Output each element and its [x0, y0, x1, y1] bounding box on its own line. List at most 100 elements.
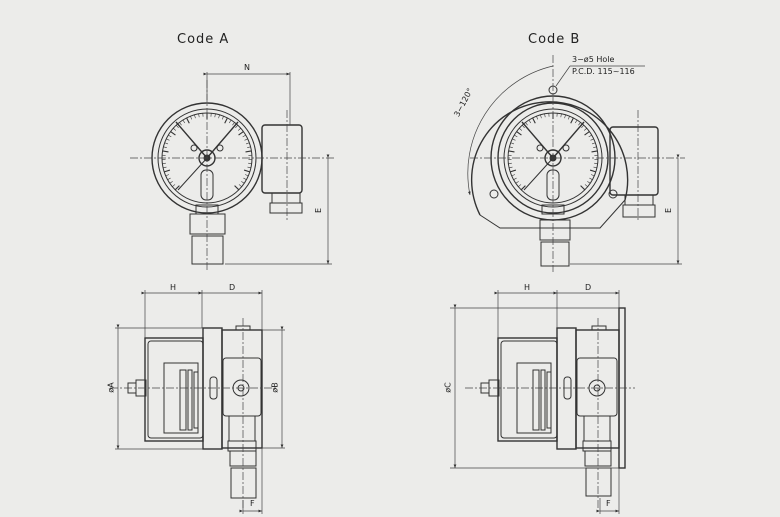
dial-tick	[241, 181, 245, 184]
dial-tick	[521, 124, 525, 128]
dim-dia-b-label: øB	[270, 382, 280, 393]
dim-h-label-b: H	[524, 283, 531, 292]
dial-tick	[518, 184, 522, 187]
dial-tick	[510, 142, 515, 145]
dial-tick	[218, 114, 220, 119]
hole-note: 3−ø5 Hole	[572, 55, 615, 64]
dial-tick	[528, 119, 532, 124]
dial-tick	[519, 128, 523, 131]
dial-tick	[173, 128, 177, 131]
dial-tick	[168, 134, 172, 138]
dial-tick	[587, 181, 591, 184]
dial-tick	[235, 124, 239, 128]
dial-tick	[583, 128, 587, 131]
dial-tick	[560, 113, 562, 118]
dial-tick	[578, 122, 581, 126]
dial-tick	[194, 114, 196, 119]
dial-tick	[570, 117, 574, 124]
dial-tick	[190, 116, 193, 120]
dial-tick	[164, 169, 171, 173]
dial-tick	[228, 119, 232, 124]
dial-tick	[247, 146, 251, 148]
dim-dia-a-label: øA	[106, 382, 116, 393]
dial-tick	[238, 131, 244, 136]
dial-tick	[509, 166, 513, 169]
dial-tick	[536, 116, 539, 120]
dial-tick	[588, 134, 592, 138]
dial-tick	[172, 184, 176, 187]
dim-d-label-b: D	[585, 283, 592, 292]
dial-tick	[591, 150, 598, 153]
dial-tick	[166, 138, 170, 141]
dial-tick	[224, 117, 228, 124]
code-a-side-view	[110, 290, 285, 514]
dial-tick	[243, 169, 250, 173]
dial-tick	[244, 138, 248, 141]
code-a-dial-ticks	[162, 113, 252, 191]
dial-tick	[511, 174, 516, 177]
dial-tick	[214, 113, 216, 118]
code-b-side-view	[450, 290, 635, 514]
dim-e-label-b: E	[664, 207, 674, 214]
dim-e-label-a: E	[314, 207, 324, 214]
dial-tick	[509, 146, 513, 148]
dial-tick	[540, 114, 542, 119]
dial-tick	[234, 185, 240, 191]
dial-tick	[237, 128, 241, 131]
dial-tick	[589, 169, 596, 173]
code-b-title: Code B	[528, 32, 581, 47]
dim-f-label-a: F	[250, 499, 255, 508]
dim-dia-c-label: øC	[443, 382, 453, 393]
dial-tick	[244, 174, 249, 177]
dim-n-label: N	[244, 63, 250, 72]
dial-tick	[167, 177, 171, 180]
dial-tick	[186, 117, 190, 124]
dial-tick	[593, 146, 597, 148]
dial-tick	[221, 116, 224, 120]
dial-tick	[589, 177, 593, 180]
dial-tick	[584, 131, 590, 136]
dim-f-label-b: F	[606, 499, 611, 508]
dial-tick	[242, 134, 246, 138]
dial-tick	[591, 142, 596, 145]
dial-tick	[247, 166, 251, 169]
dial-tick	[574, 119, 578, 124]
dial-tick	[512, 138, 516, 141]
dial-tick	[170, 131, 176, 136]
dial-tick	[232, 122, 235, 126]
dial-tick	[520, 185, 526, 191]
dial-tick	[580, 185, 586, 191]
dial-tick	[590, 138, 594, 141]
dial-tick	[544, 113, 546, 118]
dial-tick	[165, 174, 170, 177]
dim-d-label-a: D	[229, 283, 236, 292]
code-b-front-view	[467, 55, 685, 272]
dial-tick	[510, 169, 517, 173]
dial-tick	[564, 114, 566, 119]
dial-tick	[182, 119, 186, 124]
dial-tick	[245, 150, 252, 153]
dial-tick	[590, 174, 595, 177]
dial-tick	[162, 150, 169, 153]
dial-tick	[198, 113, 200, 118]
dial-tick	[515, 181, 519, 184]
dial-tick	[581, 124, 585, 128]
dial-tick	[163, 166, 167, 169]
code-a-title: Code A	[177, 32, 230, 47]
dial-tick	[175, 124, 179, 128]
dial-tick	[238, 184, 242, 187]
dial-tick	[169, 181, 173, 184]
dial-tick	[508, 150, 515, 153]
dim-h-label-a: H	[170, 283, 177, 292]
dial-tick	[567, 116, 570, 120]
dial-tick	[513, 177, 517, 180]
dial-tick	[514, 134, 518, 138]
pcd-note: P.C.D. 115~116	[572, 67, 635, 76]
dial-tick	[163, 146, 167, 148]
dial-tick	[164, 142, 169, 145]
code-a-front-view	[130, 72, 335, 272]
dial-tick	[243, 177, 247, 180]
dial-tick	[525, 122, 528, 126]
